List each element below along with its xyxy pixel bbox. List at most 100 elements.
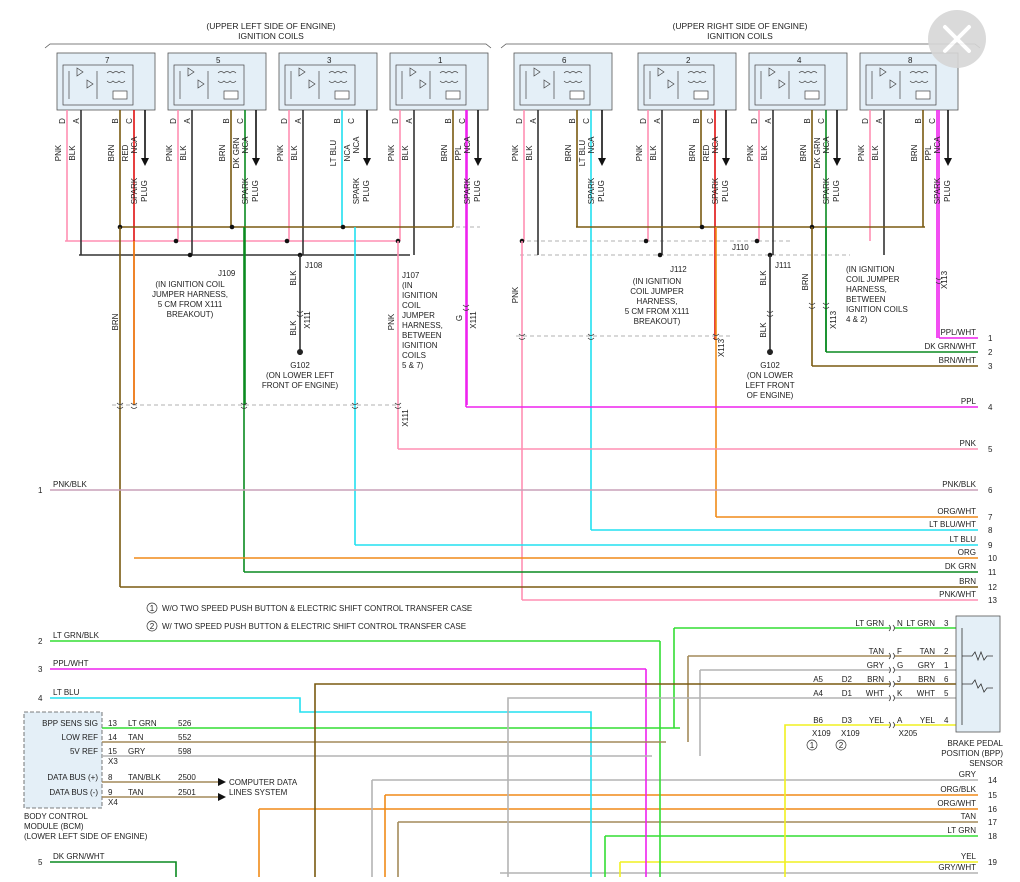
wire-label: RED bbox=[702, 144, 711, 161]
splice-j111-note: BETWEEN bbox=[846, 295, 886, 304]
wire-label: PNK bbox=[746, 144, 755, 161]
label-blk: BLK bbox=[289, 320, 298, 336]
bcm-pin-name: BPP SENS SIG bbox=[42, 719, 98, 728]
bpp-pin: 6 bbox=[944, 675, 949, 684]
bcm-pin-name: DATA BUS (-) bbox=[49, 788, 98, 797]
nca-label: NCA bbox=[711, 136, 720, 154]
note-mark-circle bbox=[835, 739, 847, 751]
coil-module bbox=[915, 90, 931, 100]
label-blk: BLK bbox=[759, 322, 768, 338]
spark-label: SPARK bbox=[822, 177, 831, 204]
splice-j109-note: JUMPER HARNESS, bbox=[152, 290, 228, 299]
spark-plug-arrow bbox=[252, 158, 260, 166]
bpp-wire-color2: LT GRN bbox=[906, 619, 935, 628]
close-icon bbox=[943, 25, 971, 53]
connector-x109: X109 bbox=[812, 729, 831, 738]
connector-mark bbox=[888, 666, 895, 674]
wire-label: DK GRN bbox=[232, 137, 241, 168]
bus-label: PPL bbox=[961, 397, 977, 406]
wire-label: BLK bbox=[68, 145, 77, 161]
wire-label: BLK bbox=[649, 145, 658, 161]
coil-box bbox=[637, 52, 737, 111]
transformer-icon bbox=[798, 71, 818, 83]
transformer-icon bbox=[106, 71, 126, 83]
coil-number: 4 bbox=[797, 56, 802, 65]
pin-letter: D bbox=[169, 118, 178, 124]
splice-dot bbox=[643, 238, 649, 244]
spark-plug-arrow bbox=[141, 158, 149, 166]
splice-j107-note: IGNITION bbox=[402, 291, 438, 300]
pin-letter: A bbox=[653, 118, 662, 124]
note-text: W/ TWO SPEED PUSH BUTTON & ELECTRIC SHIF… bbox=[162, 622, 466, 631]
coil-box bbox=[278, 52, 378, 111]
wire-label: PNK bbox=[387, 144, 396, 161]
bpp-pre-pin: B6 bbox=[813, 716, 823, 725]
wire-label: LT BLU bbox=[578, 140, 587, 167]
bus-label: ORG bbox=[958, 548, 976, 557]
label-x113: X113 bbox=[717, 338, 726, 357]
splice-j109-note: BREAKOUT) bbox=[167, 310, 214, 319]
bcm-circuit: 2500 bbox=[178, 773, 196, 782]
coil-inner-frame bbox=[395, 64, 467, 106]
left-bracket bbox=[44, 43, 492, 49]
label-brn: BRN bbox=[801, 273, 810, 290]
close-button[interactable] bbox=[928, 10, 986, 68]
note-mark: 2 bbox=[839, 741, 844, 750]
bpp-mid-pin: D3 bbox=[842, 716, 853, 725]
spark-label: PLUG bbox=[943, 180, 952, 202]
pin-letter: B bbox=[444, 118, 453, 123]
pin-letter: C bbox=[236, 118, 245, 124]
wire-label: BLK bbox=[525, 145, 534, 161]
bpp-mid-pin: D1 bbox=[842, 689, 853, 698]
left-bus-number: 3 bbox=[38, 665, 43, 674]
bcm-caption: MODULE (BCM) bbox=[24, 822, 84, 831]
bcm-wire-color: TAN/BLK bbox=[128, 773, 161, 782]
bus-number: 13 bbox=[988, 596, 997, 605]
ground-g102-right: (ON LOWER bbox=[747, 371, 793, 380]
coil-box bbox=[513, 52, 613, 111]
connector-x3: X3 bbox=[108, 757, 118, 766]
wires bbox=[65, 110, 952, 600]
wire-label: BLK bbox=[871, 145, 880, 161]
spark-label: SPARK bbox=[711, 177, 720, 204]
label-brn: BRN bbox=[111, 313, 120, 330]
bpp-brn-wire bbox=[314, 683, 890, 877]
bcm-circuit: 552 bbox=[178, 733, 192, 742]
connector-mark bbox=[712, 333, 720, 340]
splice-dot bbox=[657, 252, 663, 258]
bcm-pin-number: 14 bbox=[108, 733, 117, 742]
wire-label: PNK bbox=[511, 144, 520, 161]
connector-mark bbox=[240, 402, 248, 409]
bpp-connector-letter: N bbox=[897, 619, 903, 628]
coil-number: 3 bbox=[327, 56, 332, 65]
bcm-wire-color: GRY bbox=[128, 747, 146, 756]
bus-number: 19 bbox=[988, 858, 997, 867]
transformer-icon bbox=[563, 71, 583, 83]
bpp-pin: 3 bbox=[944, 619, 949, 628]
splice-j112-note: 5 CM FROM X111 bbox=[625, 307, 690, 316]
bpp-wire-color2: YEL bbox=[920, 716, 936, 725]
ground-icon bbox=[297, 349, 303, 355]
pin-letter: D bbox=[639, 118, 648, 124]
bus-number: 9 bbox=[988, 541, 993, 550]
pin-letter: C bbox=[347, 118, 356, 124]
spark-label: PLUG bbox=[721, 180, 730, 202]
connector-mark bbox=[888, 694, 895, 702]
bpp-connector-letter: K bbox=[897, 689, 903, 698]
label-x113: X113 bbox=[940, 270, 949, 289]
wire-label: PNK bbox=[54, 144, 63, 161]
bcm-wire-color: TAN bbox=[128, 733, 144, 742]
coil-inner-frame bbox=[643, 64, 715, 106]
wire-label: NCA bbox=[343, 144, 352, 162]
connector-mark bbox=[130, 402, 138, 409]
bpp-wire-color2: BRN bbox=[918, 675, 935, 684]
wire-label: BRN bbox=[564, 144, 573, 161]
connector-mark bbox=[351, 402, 359, 409]
spark-label: SPARK bbox=[241, 177, 250, 204]
pin-letter: D bbox=[515, 118, 524, 124]
right-bracket bbox=[500, 43, 981, 49]
wire-label: PNK bbox=[165, 144, 174, 161]
diode-icon bbox=[187, 67, 205, 89]
data-bus-arrow bbox=[218, 778, 226, 786]
nca-label: NCA bbox=[587, 136, 596, 154]
